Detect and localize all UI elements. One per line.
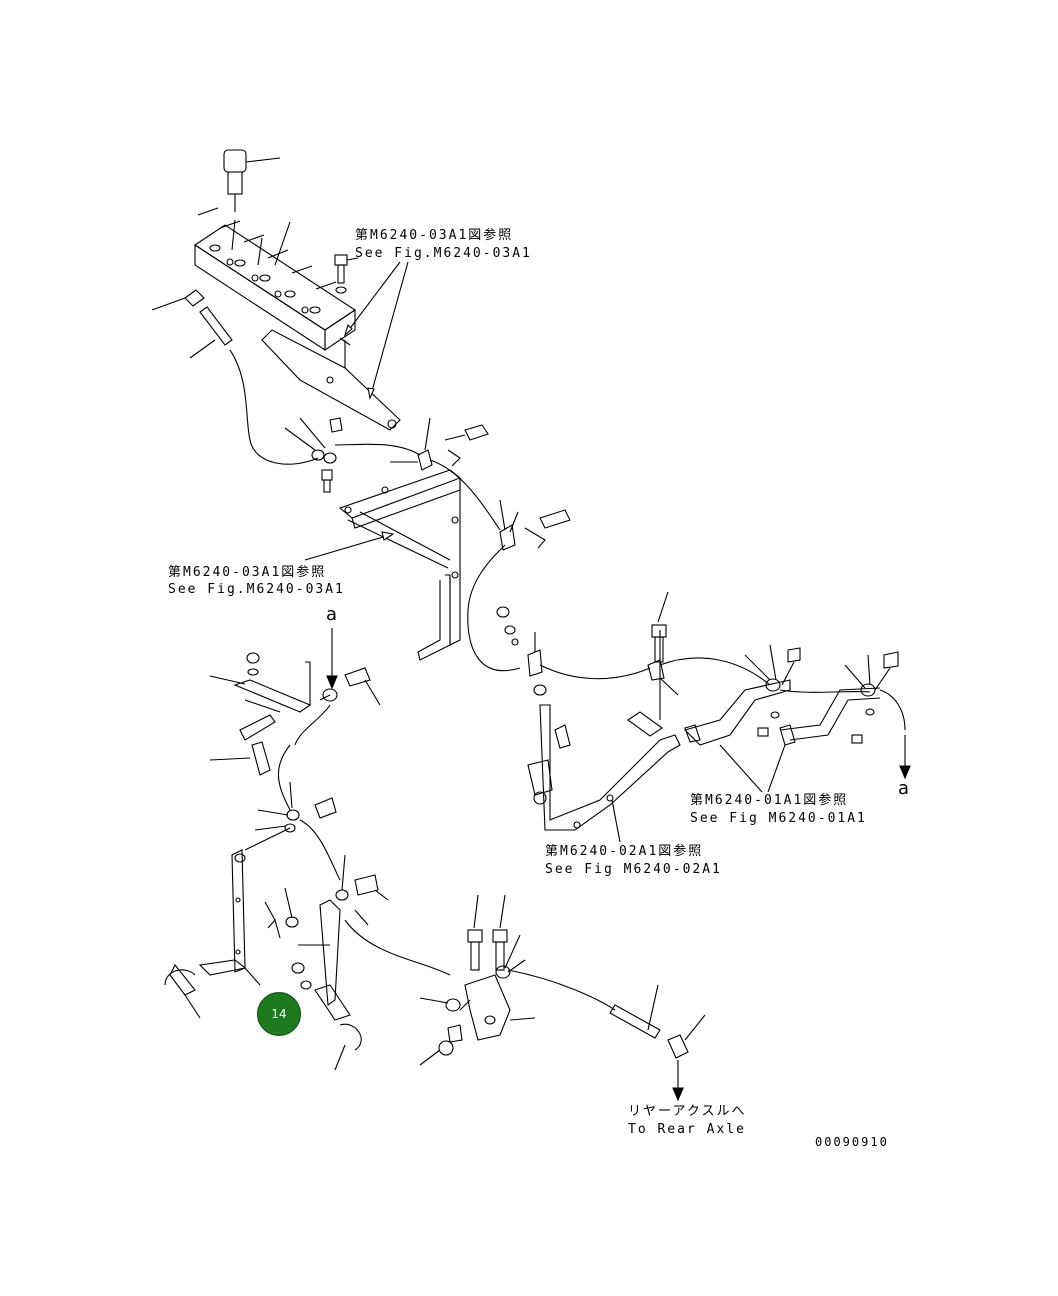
elbow-hose-top — [151, 289, 319, 465]
manifold-block — [194, 207, 356, 352]
clamp-mid-top — [390, 417, 489, 471]
lower-bracket-1 — [164, 849, 299, 1019]
rear-axle-hose — [609, 984, 706, 1102]
bottom-ref-jp: 第M6240-02A1図参照 — [545, 844, 704, 859]
clamp-lower-left — [254, 781, 337, 833]
mid-bracket — [338, 469, 462, 661]
bottom-mid-assembly — [419, 894, 616, 1066]
drawing-number: 00090910 — [815, 1135, 889, 1149]
connector-a-right: a — [898, 778, 910, 799]
right-z-bracket — [683, 679, 881, 746]
clamp-left — [284, 417, 337, 493]
rear-axle-jp: リヤーアクスルへ — [628, 1104, 747, 1119]
left-mid-group — [209, 628, 381, 776]
bolt-mid-right — [647, 591, 679, 696]
mid-ref-en: See Fig.M6240-03A1 — [168, 582, 345, 597]
hose-mid — [334, 443, 906, 731]
rear-axle-en: To Rear Axle — [628, 1122, 746, 1137]
washers-left — [496, 606, 547, 696]
right-ref-en: See Fig M6240-01A1 — [690, 811, 867, 826]
lower-bracket-2 — [291, 854, 451, 1071]
right-clamps — [744, 644, 899, 697]
top-ref-en: See Fig.M6240-03A1 — [355, 246, 532, 261]
bottom-ref-en: See Fig M6240-02A1 — [545, 862, 722, 877]
top-ref-jp: 第M6240-03A1図参照 — [355, 228, 514, 243]
arrow-to-a-right — [899, 735, 911, 780]
mid-ref-leader — [304, 531, 395, 561]
right-ref-leaders — [719, 744, 786, 793]
bottom-ref-leader — [611, 799, 621, 843]
top-fitting — [223, 149, 281, 212]
upper-plate-bracket — [261, 329, 401, 433]
lower-right-bracket — [527, 630, 681, 831]
right-ref-jp: 第M6240-01A1図参照 — [690, 793, 849, 808]
hose-lower-left — [244, 744, 341, 881]
hotspot-label: 14 — [271, 1007, 287, 1021]
mid-ref-jp: 第M6240-03A1図参照 — [168, 565, 327, 580]
clamp-right-mid — [499, 499, 571, 551]
connector-a-top: a — [326, 604, 338, 625]
top-ref-leaders — [343, 261, 409, 400]
part-hotspot-14[interactable]: 14 — [257, 992, 301, 1036]
block-bolt — [334, 254, 359, 294]
